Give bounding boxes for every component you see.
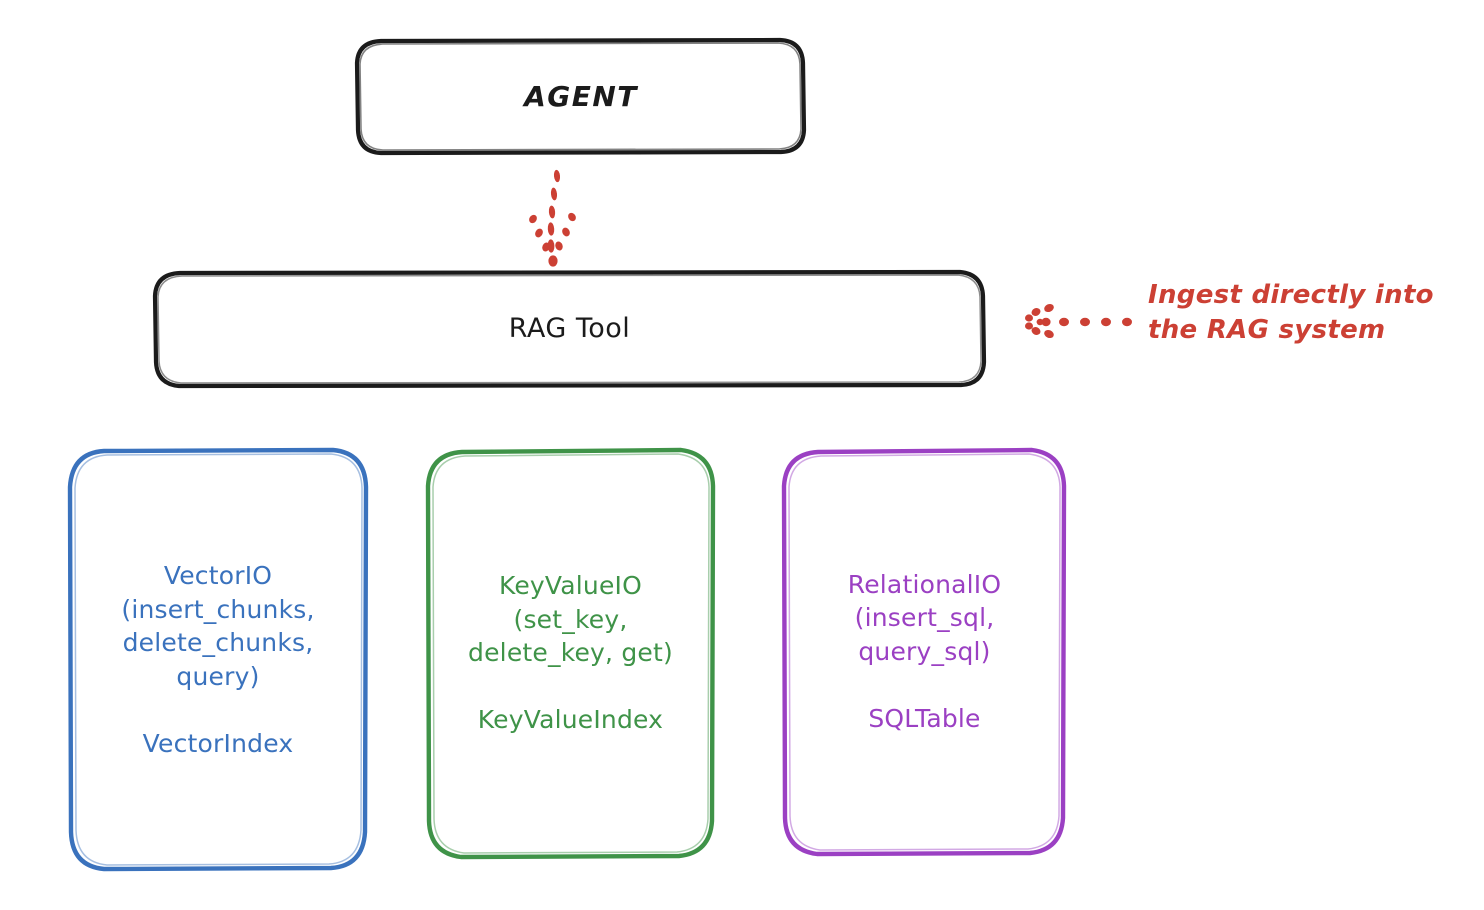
key-value-io-label: KeyValueIO (set_key, delete_key, get) Ke… (468, 571, 673, 735)
rag-tool-box-outline[interactable] (152, 269, 987, 389)
vector-io-node[interactable]: VectorIO (insert_chunks, delete_chunks, … (70, 450, 366, 869)
agent-label: AGENT (524, 79, 638, 113)
vector-io-label: VectorIO (insert_chunks, delete_chunks, … (121, 561, 315, 758)
key-value-io-node[interactable]: KeyValueIO (set_key, delete_key, get) Ke… (428, 450, 713, 856)
ingest-to-rag-tool-arrow (1025, 303, 1132, 339)
key-value-io-box-outline[interactable] (425, 447, 716, 860)
relational-io-node[interactable]: RelationalIO (insert_sql, query_sql) SQL… (786, 450, 1063, 853)
rag-tool-label: RAG Tool (508, 312, 631, 344)
agent-box-outline[interactable] (354, 37, 807, 156)
agent-node[interactable]: AGENT (358, 40, 804, 153)
ingest-annotation-label: Ingest directly into the RAG system (1148, 280, 1434, 346)
relational-io-label: RelationalIO (insert_sql, query_sql) SQL… (847, 569, 1002, 733)
vector-io-box-outline[interactable] (67, 447, 369, 872)
relational-io-box-outline[interactable] (781, 447, 1067, 857)
agent-to-rag-tool-arrow (529, 169, 576, 267)
rag-tool-node[interactable]: RAG Tool (155, 272, 984, 386)
